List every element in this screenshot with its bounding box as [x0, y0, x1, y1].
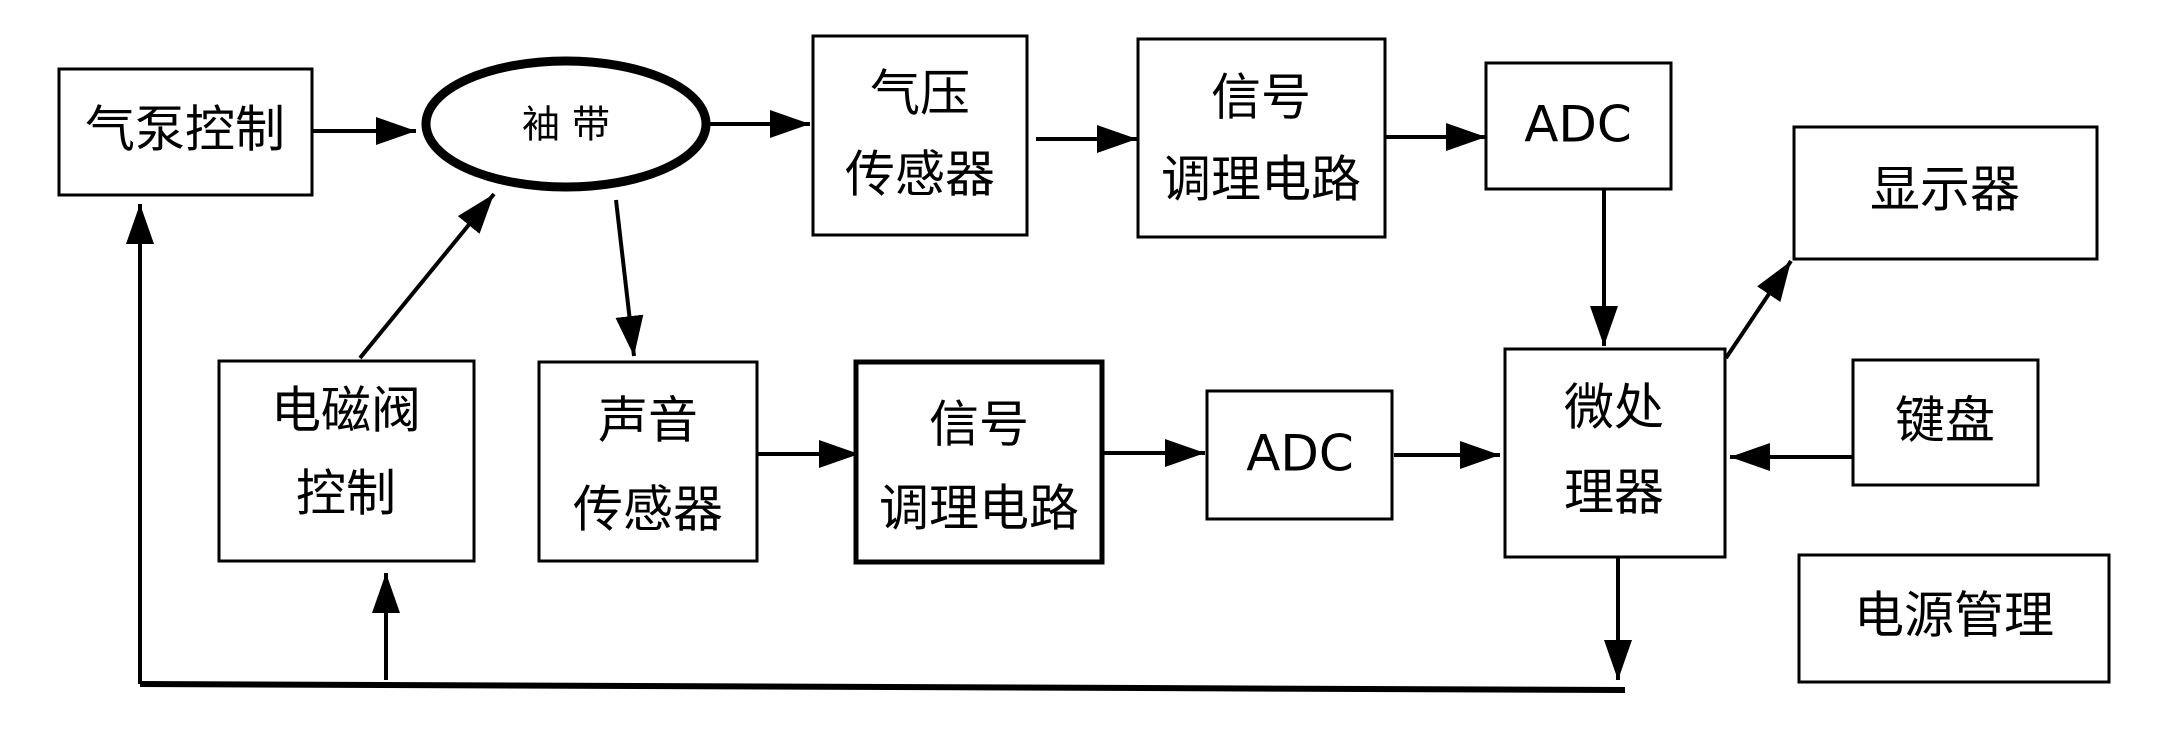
valve-control-label-line1: 电磁阀 — [271, 382, 421, 440]
cuff-label: 袖 带 — [522, 103, 610, 147]
adc-bottom-label: ADC — [1246, 425, 1354, 483]
valve-control-label-line2: 控制 — [296, 465, 396, 523]
signal-cond-top-label-line2: 调理电路 — [1161, 151, 1361, 209]
control-bus-line — [139, 681, 1626, 693]
node-adc-bottom: ADC — [1205, 389, 1394, 521]
pump-control-label: 气泵控制 — [85, 101, 285, 159]
node-adc-top: ADC — [1484, 61, 1673, 191]
signal-cond-top-label-line1: 信号 — [1211, 69, 1311, 127]
node-display: 显示器 — [1792, 125, 2099, 261]
display-label: 显示器 — [1870, 161, 2020, 219]
sound-sensor-label-line1: 声音 — [598, 392, 698, 450]
pressure-sensor-label-line1: 气压 — [870, 65, 970, 123]
node-signal-cond-bottom: 信号 调理电路 — [853, 359, 1105, 565]
node-microprocessor: 微处 理器 — [1503, 347, 1727, 559]
node-keyboard: 键盘 — [1851, 358, 2040, 487]
node-pressure-sensor: 气压 传感器 — [811, 34, 1029, 237]
pressure-sensor-label-line2: 传感器 — [845, 146, 995, 204]
node-power-management: 电源管理 — [1797, 553, 2111, 684]
node-pump-control: 气泵控制 — [57, 67, 314, 197]
edge-microprocessor-to-display — [1724, 259, 1793, 360]
connectors — [126, 110, 1853, 693]
signal-cond-bottom-label-line2: 调理电路 — [879, 480, 1079, 538]
edge-valve-control-to-cuff — [358, 192, 496, 360]
node-valve-control: 电磁阀 控制 — [217, 359, 476, 563]
microprocessor-label-line1: 微处 — [1564, 379, 1664, 437]
keyboard-label: 键盘 — [1895, 392, 1995, 450]
node-signal-cond-top: 信号 调理电路 — [1136, 37, 1387, 239]
edge-cuff-to-sound-sensor — [614, 199, 644, 357]
signal-cond-bottom-label-line1: 信号 — [929, 396, 1029, 454]
microprocessor-label-line2: 理器 — [1564, 464, 1664, 522]
adc-top-label: ADC — [1524, 96, 1632, 154]
sound-sensor-label-line2: 传感器 — [573, 481, 723, 539]
power-management-label: 电源管理 — [1854, 587, 2054, 645]
node-cuff: 袖 带 — [421, 56, 711, 192]
node-sound-sensor: 声音 传感器 — [537, 360, 759, 563]
